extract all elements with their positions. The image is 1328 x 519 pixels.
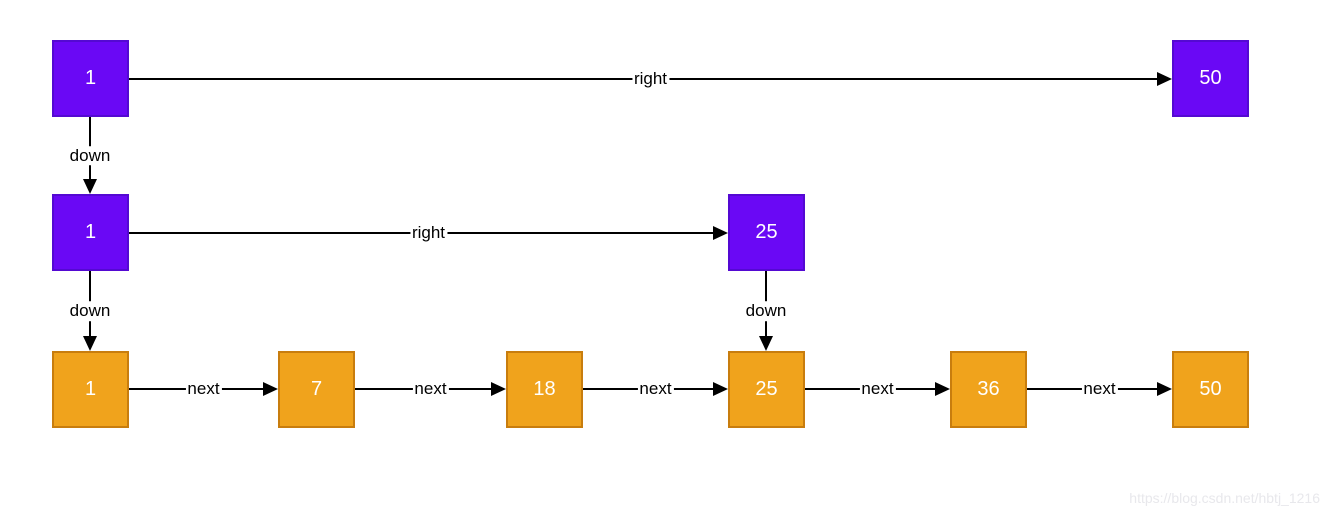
arrowhead-right-icon <box>263 382 278 396</box>
node-value: 7 <box>310 378 323 400</box>
node-level1-value-25: 25 <box>728 194 805 271</box>
arrowhead-right-icon <box>491 382 506 396</box>
node-value: 1 <box>84 378 97 400</box>
node-value: 50 <box>1199 67 1222 89</box>
node-level2-value-1: 1 <box>52 40 129 117</box>
node-level0-value-7: 7 <box>278 351 355 428</box>
edge-label: down <box>67 145 113 166</box>
node-level0-value-50: 50 <box>1172 351 1249 428</box>
arrowhead-down-icon <box>83 336 97 351</box>
node-value: 36 <box>977 378 1000 400</box>
watermark-url: https://blog.csdn.net/hbtj_1216 <box>1129 490 1320 506</box>
edge-label: down <box>743 301 789 321</box>
edge-label: next <box>1081 379 1118 399</box>
node-value: 1 <box>84 221 97 243</box>
node-value: 1 <box>84 67 97 89</box>
node-value: 18 <box>533 378 556 400</box>
arrowhead-right-icon <box>1157 382 1172 396</box>
node-value: 25 <box>755 378 778 400</box>
node-level0-value-1: 1 <box>52 351 129 428</box>
edge-label: next <box>637 379 674 399</box>
node-level1-value-1: 1 <box>52 194 129 271</box>
node-level0-value-18: 18 <box>506 351 583 428</box>
edge-label: next <box>859 379 896 399</box>
arrowhead-right-icon <box>1157 72 1172 86</box>
arrowhead-down-icon <box>759 336 773 351</box>
node-level2-value-50: 50 <box>1172 40 1249 117</box>
node-level0-value-36: 36 <box>950 351 1027 428</box>
arrowhead-right-icon <box>935 382 950 396</box>
edge-label: down <box>67 301 113 321</box>
edge-label: next <box>412 379 449 399</box>
arrowhead-right-icon <box>713 382 728 396</box>
edge-label: next <box>185 379 222 399</box>
arrowhead-right-icon <box>713 226 728 240</box>
node-value: 25 <box>755 221 778 243</box>
edge-label: right <box>631 69 670 89</box>
node-level0-value-25: 25 <box>728 351 805 428</box>
node-value: 50 <box>1199 378 1222 400</box>
edge-label: right <box>409 223 448 243</box>
arrowhead-down-icon <box>83 179 97 194</box>
